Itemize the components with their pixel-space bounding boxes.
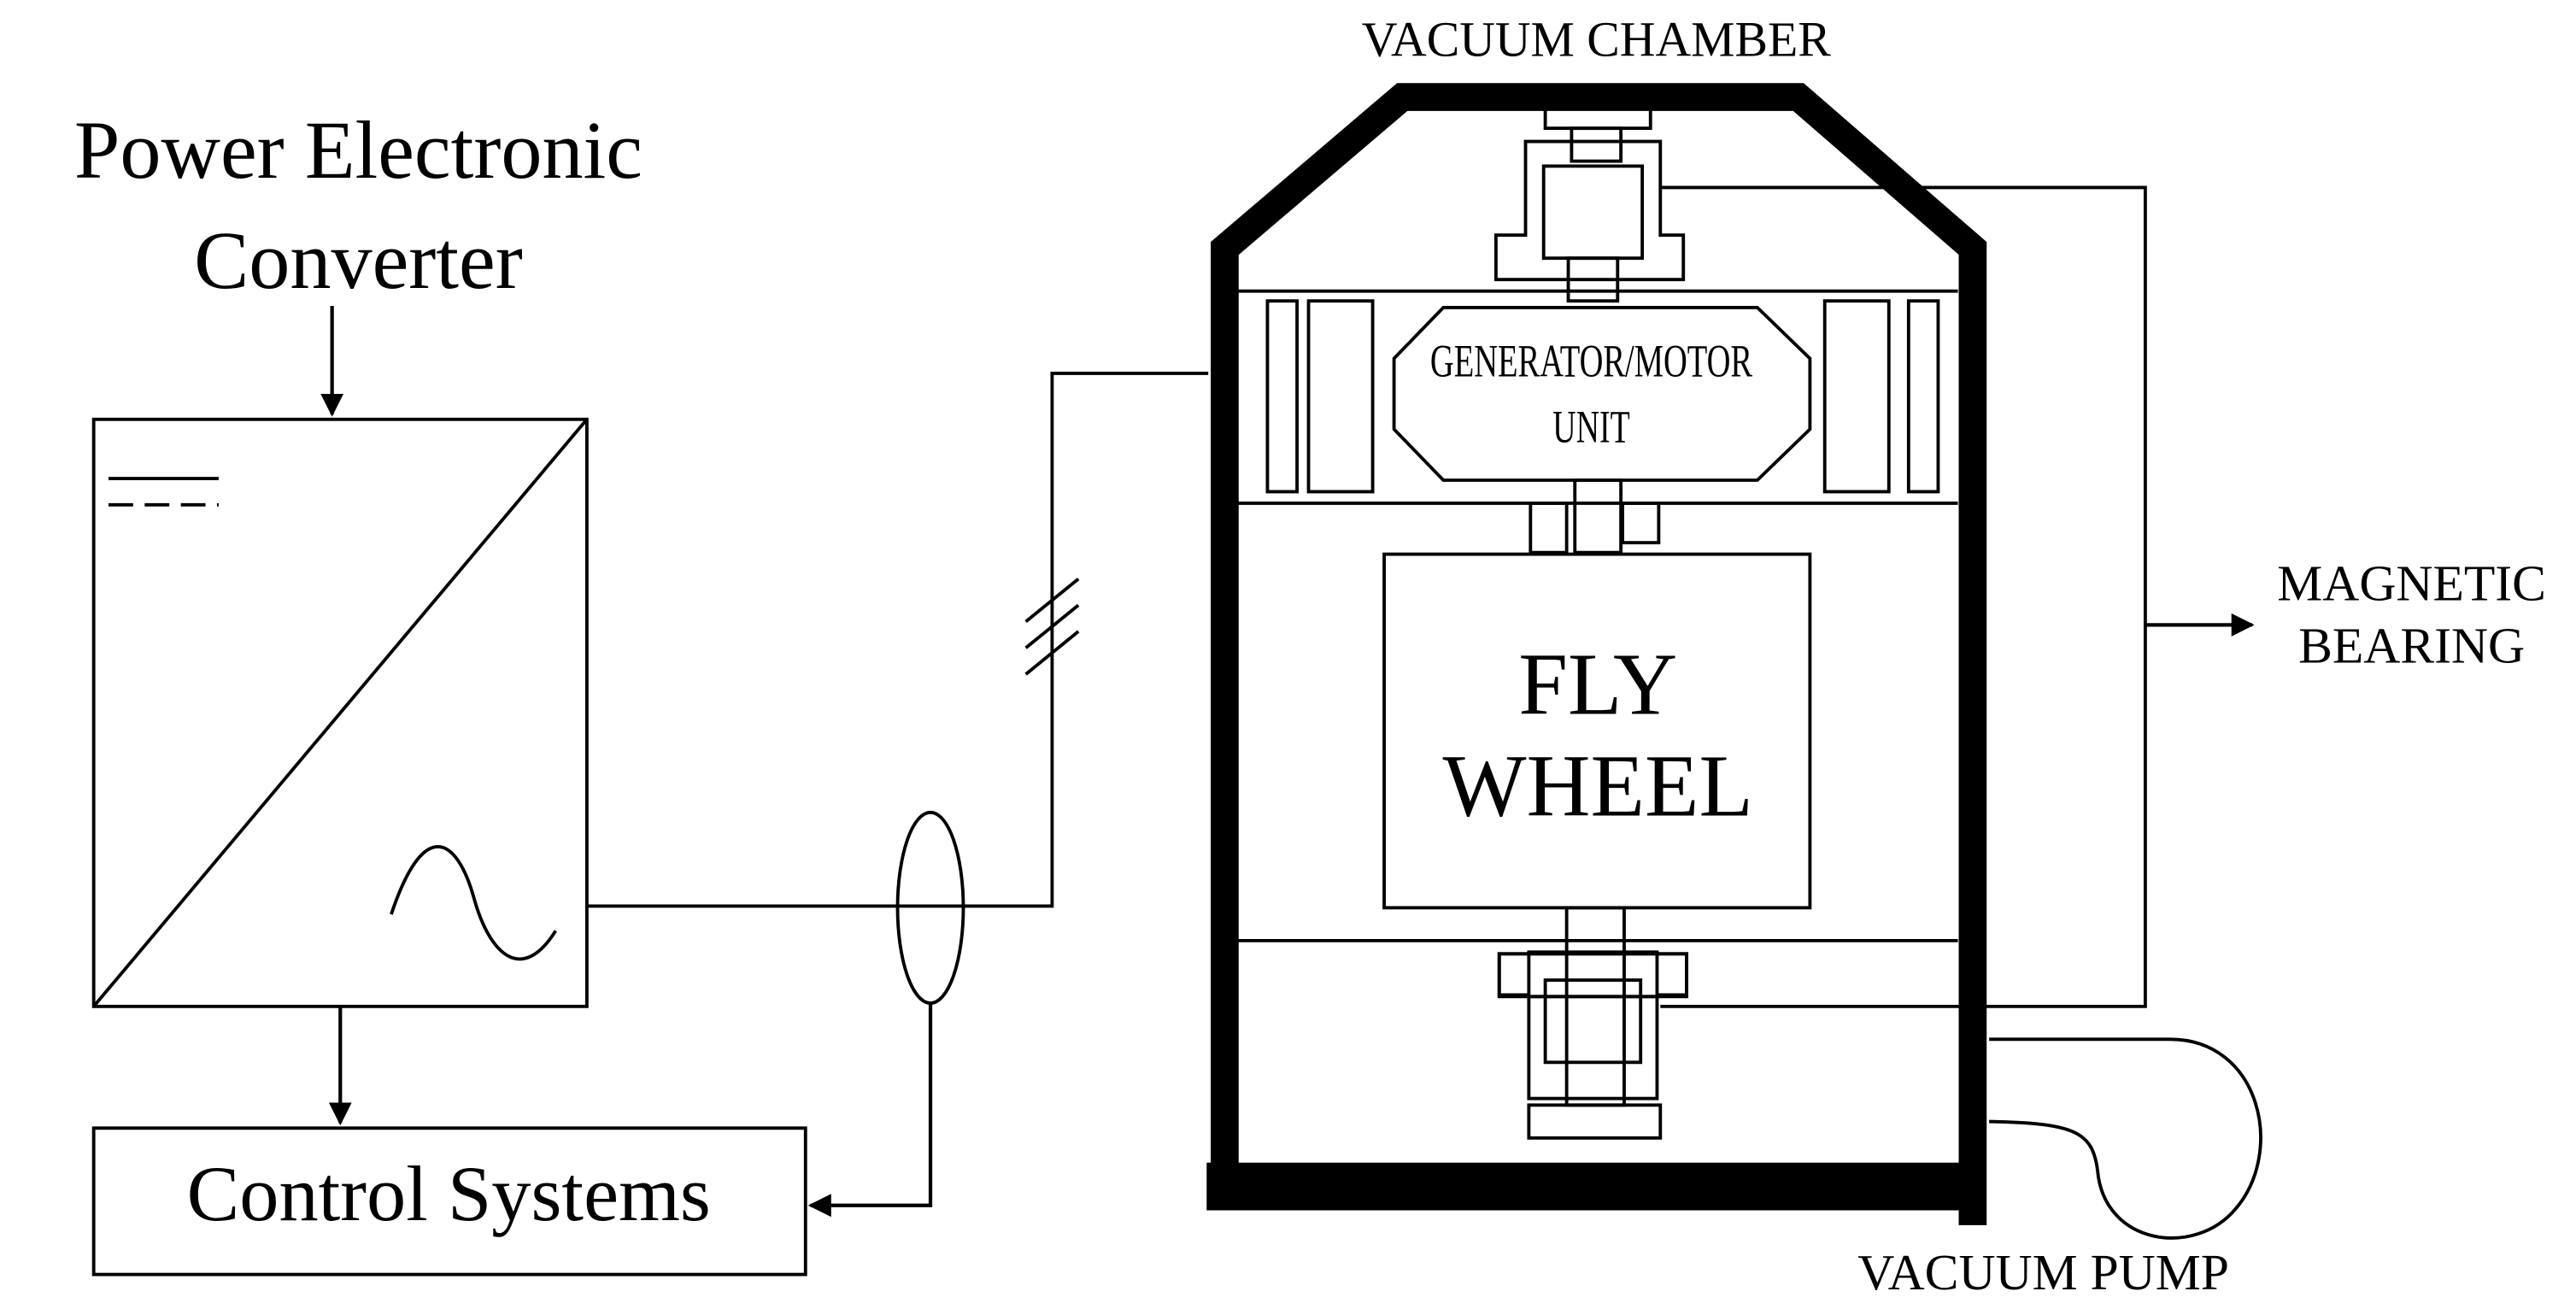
generator-label-line1: GENERATOR/MOTOR xyxy=(1430,336,1752,387)
stator-right-inner xyxy=(1822,299,1891,494)
three-phase-mark-icon xyxy=(1024,577,1080,676)
magnetic-bearing-label-line2: BEARING xyxy=(2298,618,2525,674)
converter-block xyxy=(91,417,589,1008)
top-magnetic-bearing xyxy=(1493,100,1686,303)
generator-octagon xyxy=(1392,305,1812,482)
generator-motor-unit xyxy=(1265,299,1940,494)
vacuum-chamber-label: VACUUM CHAMBER xyxy=(1362,13,1831,67)
converter-label-line1: Power Electronic xyxy=(74,104,643,196)
vacuum-chamber xyxy=(1206,83,1987,1225)
bearing-control-line xyxy=(1660,185,2147,1008)
magnetic-bearing-label-line1: MAGNETIC xyxy=(2277,555,2546,611)
flywheel-label-line1: FLY xyxy=(1518,635,1677,733)
upper-shaft-coupling xyxy=(1529,478,1661,555)
dc-symbol-icon xyxy=(108,477,219,507)
stator-left-inner xyxy=(1306,299,1375,494)
control-systems-box xyxy=(91,1126,807,1277)
stator-left-outer xyxy=(1265,299,1300,494)
chamber-wall xyxy=(1211,83,1987,1225)
ac-sine-icon xyxy=(390,845,557,961)
power-cable xyxy=(586,371,1209,908)
chamber-base xyxy=(1206,1162,1976,1211)
converter-label-line2: Converter xyxy=(194,214,523,306)
bottom-magnetic-bearing xyxy=(1497,906,1689,1140)
converter-diagonal xyxy=(92,418,589,1008)
flywheel-label-line2: WHEEL xyxy=(1442,737,1752,836)
generator-label-line2: UNIT xyxy=(1552,402,1629,453)
stator-right-outer xyxy=(1906,299,1940,494)
vacuum-pump-icon xyxy=(1989,1037,2262,1240)
control-systems-label: Control Systems xyxy=(187,1150,711,1237)
sensor-to-control-arrow xyxy=(807,1003,933,1218)
vacuum-pump-label: VACUUM PUMP xyxy=(1857,1244,2229,1300)
